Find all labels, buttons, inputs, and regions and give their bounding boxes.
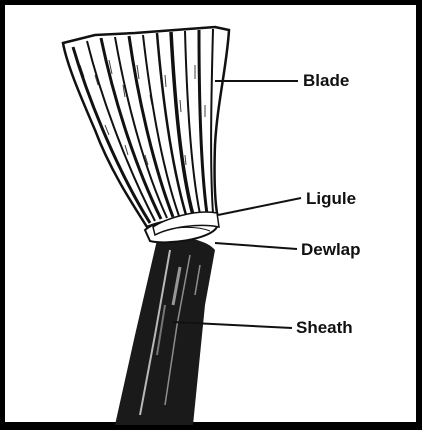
ligule-label: Ligule (306, 190, 356, 207)
dewlap-label: Dewlap (301, 241, 361, 258)
sheath-part (115, 237, 215, 425)
dewlap-leader-line (215, 243, 297, 249)
blade-part (63, 27, 229, 227)
sheath-label: Sheath (296, 319, 353, 336)
leaf-illustration (5, 5, 422, 435)
ligule-leader-line (218, 198, 301, 215)
blade-label: Blade (303, 72, 349, 89)
